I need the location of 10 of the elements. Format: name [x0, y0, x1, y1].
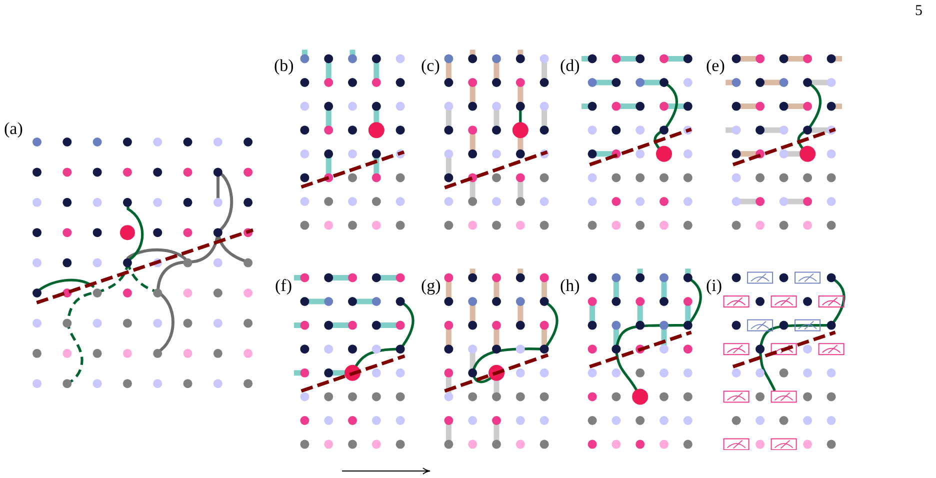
panel-label: (g) [421, 277, 441, 294]
panel-label: (i) [706, 277, 722, 294]
panel-label: (c) [421, 57, 440, 74]
panel-label: (b) [274, 57, 294, 74]
panel-label: (a) [4, 120, 23, 137]
panel-label: (e) [706, 57, 725, 74]
panel-label: (h) [560, 277, 580, 294]
page-number: 5 [915, 4, 922, 19]
panel-label: (f) [275, 277, 292, 294]
panel-label: (d) [560, 57, 580, 74]
